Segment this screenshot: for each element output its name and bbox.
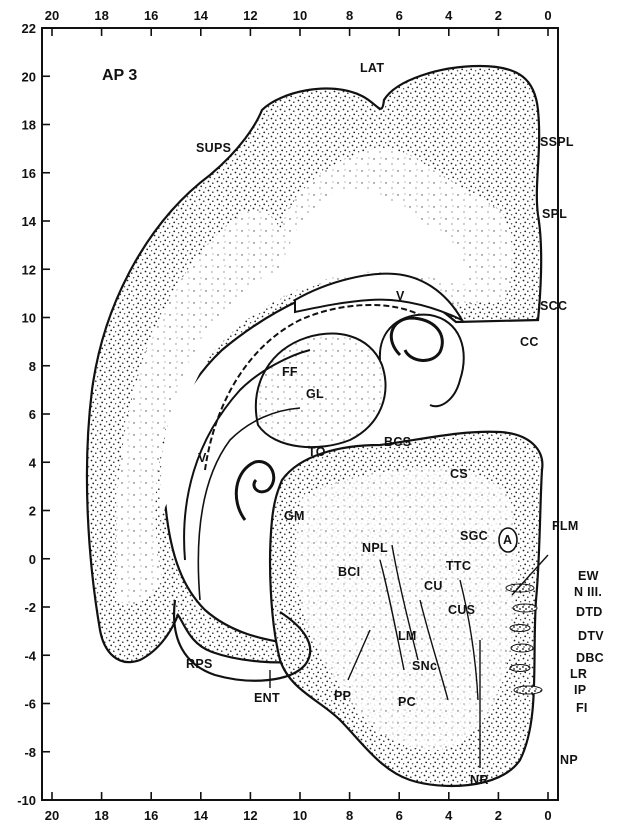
y-tick-label: -10: [17, 793, 36, 808]
y-tick-label: -8: [24, 745, 36, 760]
x-tick-label-bottom: 6: [396, 808, 403, 823]
label-sspl: SSPL: [540, 135, 574, 149]
dentate-spiral: [236, 462, 273, 520]
label-np: NP: [560, 753, 578, 767]
label-nm: N III.: [574, 585, 602, 599]
y-tick-label: 10: [22, 311, 36, 326]
x-tick-label-bottom: 18: [94, 808, 108, 823]
x-tick-label-bottom: 16: [144, 808, 158, 823]
label-pc: PC: [398, 695, 416, 709]
y-tick-label: 8: [29, 359, 36, 374]
label-v-left: V: [198, 451, 207, 465]
label-bcs: BCS: [384, 435, 411, 449]
label-scc: SCC: [540, 299, 567, 313]
label-to: TO: [308, 445, 326, 459]
label-pp: PP: [334, 689, 351, 703]
label-cs: CS: [450, 467, 468, 481]
y-tick-label: 2: [29, 504, 36, 519]
x-tick-label-top: 18: [94, 8, 108, 23]
x-tick-label-top: 8: [346, 8, 353, 23]
label-ent: ENT: [254, 691, 280, 705]
label-nr: NR: [470, 773, 489, 787]
x-tick-label-top: 12: [243, 8, 257, 23]
y-tick-label: 6: [29, 407, 36, 422]
y-tick-label: 22: [22, 21, 36, 36]
panel-label: AP 3: [102, 67, 137, 84]
y-tick-label: -4: [24, 648, 36, 663]
label-cc: CC: [520, 335, 539, 349]
y-tick-label: 4: [29, 455, 37, 470]
x-tick-label-top: 0: [544, 8, 551, 23]
y-tick-label: 12: [22, 262, 36, 277]
label-sups: SUPS: [196, 141, 231, 155]
y-tick-label: 18: [22, 118, 36, 133]
x-tick-label-top: 4: [445, 8, 453, 23]
label-rps: RPS: [186, 657, 213, 671]
label-ff: FF: [282, 365, 298, 379]
y-tick-label: -6: [24, 697, 36, 712]
x-tick-label-bottom: 4: [445, 808, 453, 823]
label-npl: NPL: [362, 541, 388, 555]
label-gm: GM: [284, 509, 305, 523]
label-lat: LAT: [360, 61, 384, 75]
label-gl: GL: [306, 387, 324, 401]
x-tick-label-top: 6: [396, 8, 403, 23]
y-tick-label: -2: [24, 600, 36, 615]
label-lr: LR: [570, 667, 587, 681]
x-tick-label-top: 14: [194, 8, 209, 23]
corpus-callosum-spiral: [391, 318, 442, 360]
label-flm: FLM: [552, 519, 579, 533]
x-tick-label-top: 20: [45, 8, 59, 23]
label-fi: FI: [576, 701, 588, 715]
x-tick-label-bottom: 10: [293, 808, 307, 823]
label-cus: CUS: [448, 603, 475, 617]
x-tick-label-bottom: 20: [45, 808, 59, 823]
label-spl: SPL: [542, 207, 567, 221]
x-tick-label-top: 10: [293, 8, 307, 23]
label-cu: CU: [424, 579, 443, 593]
y-tick-label: 14: [22, 214, 37, 229]
x-tick-label-bottom: 8: [346, 808, 353, 823]
x-tick-label-top: 16: [144, 8, 158, 23]
x-tick-label-bottom: 2: [495, 808, 502, 823]
label-ttc: TTC: [446, 559, 471, 573]
label-sn: SNc: [412, 659, 437, 673]
label-ip: IP: [574, 683, 586, 697]
label-dbc: DBC: [576, 651, 604, 665]
label-ew: EW: [578, 569, 599, 583]
label-a: A: [503, 533, 512, 547]
label-dtd: DTD: [576, 605, 603, 619]
y-tick-label: 16: [22, 166, 36, 181]
y-tick-label: 0: [29, 552, 36, 567]
label-dtv: DTV: [578, 629, 604, 643]
label-sgc: SGC: [460, 529, 488, 543]
x-tick-label-bottom: 0: [544, 808, 551, 823]
label-v-upper: V: [396, 289, 405, 303]
x-tick-label-top: 2: [495, 8, 502, 23]
label-bci: BCI: [338, 565, 360, 579]
label-lm: LM: [398, 629, 417, 643]
x-tick-label-bottom: 14: [194, 808, 209, 823]
y-tick-label: 20: [22, 69, 36, 84]
x-tick-label-bottom: 12: [243, 808, 257, 823]
